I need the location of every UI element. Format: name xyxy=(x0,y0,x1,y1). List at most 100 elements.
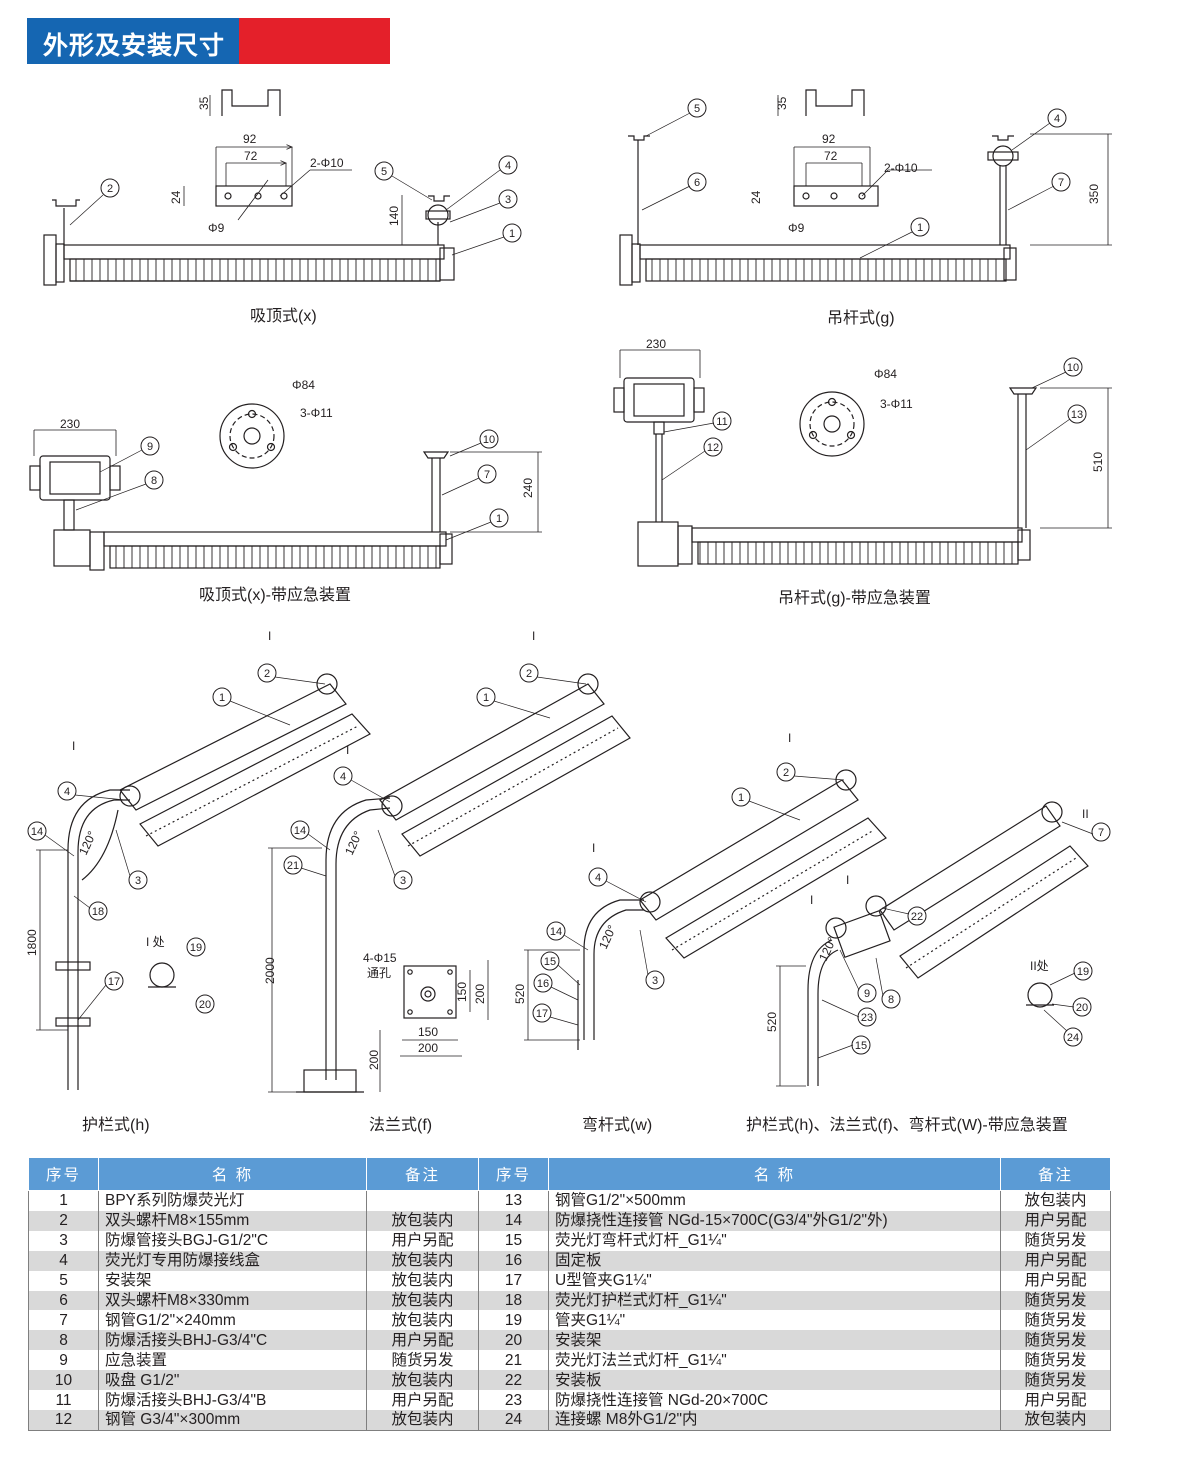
table-row: 4 荧光灯专用防爆接线盒 放包装内 16 固定板 用户另配 xyxy=(28,1250,1111,1271)
cell-name: 安装架 xyxy=(548,1330,1001,1351)
svg-text:9: 9 xyxy=(147,441,153,453)
cell-note: 放包装内 xyxy=(366,1409,479,1431)
header-red-block xyxy=(239,18,390,64)
dim-phi9-b: Φ9 xyxy=(788,221,805,235)
cell-name: 钢管G1/2"×240mm xyxy=(98,1310,367,1331)
cell-note: 放包装内 xyxy=(366,1270,479,1291)
table-row: 6 双头螺杆M8×330mm 放包装内 18 荧光灯护栏式灯杆_G1¼" 随货另… xyxy=(28,1290,1111,1311)
svg-text:20: 20 xyxy=(199,999,211,1011)
angle-120-b: 120° xyxy=(342,829,365,858)
cell-name: 荧光灯弯杆式灯杆_G1¼" xyxy=(548,1230,1001,1251)
svg-text:3: 3 xyxy=(135,875,141,887)
header-no: 序号 xyxy=(28,1157,99,1191)
table-row: 11 防爆活接头BHJ-G3/4"B 用户另配 23 防爆挠性连接管 NGd-2… xyxy=(28,1390,1111,1410)
cell-no: 24 xyxy=(478,1409,549,1431)
svg-text:15: 15 xyxy=(855,1040,867,1052)
cell-no: 20 xyxy=(478,1330,549,1351)
cell-name: 钢管G1/2"×500mm xyxy=(548,1190,1001,1211)
dim-72-b: 72 xyxy=(824,149,838,163)
detail-mark-3: I xyxy=(532,629,535,643)
cell-note: 用户另配 xyxy=(366,1230,479,1251)
cell-no: 6 xyxy=(28,1290,99,1311)
cell-no: 16 xyxy=(478,1250,549,1271)
svg-text:7: 7 xyxy=(484,469,490,481)
dim-72-a: 72 xyxy=(244,149,258,163)
svg-text:16: 16 xyxy=(537,978,549,990)
dim-1800: 1800 xyxy=(25,929,39,956)
cell-no: 11 xyxy=(28,1390,99,1410)
svg-text:8: 8 xyxy=(888,994,894,1006)
svg-text:3: 3 xyxy=(505,194,511,206)
svg-text:1: 1 xyxy=(219,692,225,704)
caption-guardrail: 护栏式(h) xyxy=(82,1117,150,1134)
cell-no: 3 xyxy=(28,1230,99,1251)
svg-text:4: 4 xyxy=(595,872,601,884)
dim-24-b: 24 xyxy=(749,190,763,204)
caption-combo-emergency: 护栏式(h)、法兰式(f)、弯杆式(W)-带应急装置 xyxy=(746,1117,1068,1134)
detail-mark-9: II xyxy=(1082,807,1089,821)
cell-no: 9 xyxy=(28,1350,99,1371)
cell-name: 钢管 G3/4"×300mm xyxy=(98,1409,367,1431)
table-header-row: 序号 名 称 备注 序号 名 称 备注 xyxy=(28,1157,1111,1191)
cell-note: 放包装内 xyxy=(1000,1190,1111,1211)
cell-name: 安装架 xyxy=(98,1270,367,1291)
dim-150-v: 150 xyxy=(455,982,469,1002)
dim-520-b: 520 xyxy=(765,1012,779,1032)
cell-note: 用户另配 xyxy=(1000,1390,1111,1410)
cell-no: 14 xyxy=(478,1210,549,1231)
dim-150-h: 150 xyxy=(418,1025,438,1039)
table-row: 7 钢管G1/2"×240mm 放包装内 19 管夹G1¼" 随货另发 xyxy=(28,1310,1111,1331)
dim-230-a: 230 xyxy=(60,417,80,431)
dim-2000: 2000 xyxy=(263,957,277,984)
svg-text:1: 1 xyxy=(496,513,502,525)
dim-92-a: 92 xyxy=(243,132,257,146)
cell-name: 固定板 xyxy=(548,1250,1001,1271)
caption-pendant: 吊杆式(g) xyxy=(827,310,895,327)
cell-note: 放包装内 xyxy=(366,1310,479,1331)
header-note: 备注 xyxy=(1000,1157,1111,1191)
svg-text:2: 2 xyxy=(526,668,532,680)
table-row: 3 防爆管接头BGJ-G1/2"C 用户另配 15 荧光灯弯杆式灯杆_G1¼" … xyxy=(28,1230,1111,1251)
svg-text:24: 24 xyxy=(1067,1032,1079,1044)
caption-bent-pole: 弯杆式(w) xyxy=(582,1117,653,1134)
cell-no: 17 xyxy=(478,1270,549,1291)
cell-note xyxy=(366,1190,479,1211)
cell-note: 放包装内 xyxy=(366,1250,479,1271)
cell-no: 13 xyxy=(478,1190,549,1211)
cell-name: BPY系列防爆荧光灯 xyxy=(98,1190,367,1211)
cell-no: 4 xyxy=(28,1250,99,1271)
table-row: 2 双头螺杆M8×155mm 放包装内 14 防爆挠性连接管 NGd-15×70… xyxy=(28,1210,1111,1231)
svg-text:12: 12 xyxy=(707,442,719,454)
svg-text:4: 4 xyxy=(64,786,70,798)
cell-no: 8 xyxy=(28,1330,99,1351)
detail-mark-8: I xyxy=(810,893,813,907)
cell-no: 12 xyxy=(28,1409,99,1431)
cell-no: 23 xyxy=(478,1390,549,1410)
caption-flange: 法兰式(f) xyxy=(369,1117,433,1134)
cell-note: 用户另配 xyxy=(366,1330,479,1351)
svg-text:6: 6 xyxy=(694,177,700,189)
svg-text:14: 14 xyxy=(550,926,562,938)
svg-text:1: 1 xyxy=(738,792,744,804)
detail-mark-6: I xyxy=(592,841,595,855)
dim-phi84-a: Φ84 xyxy=(292,378,315,392)
table-row: 12 钢管 G3/4"×300mm 放包装内 24 连接螺 M8外G1/2"内 … xyxy=(28,1409,1111,1431)
cell-note: 用户另配 xyxy=(366,1390,479,1410)
dim-92-b: 92 xyxy=(822,132,836,146)
cell-name: 防爆挠性连接管 NGd-20×700C xyxy=(548,1390,1001,1410)
cell-note: 放包装内 xyxy=(1000,1409,1111,1431)
detail-I-label: I 处 xyxy=(146,935,165,949)
dim-2phi10-b: 2-Φ10 xyxy=(884,161,918,175)
cell-name: 防爆活接头BHJ-G3/4"B xyxy=(98,1390,367,1410)
svg-text:2: 2 xyxy=(107,183,113,195)
cell-no: 10 xyxy=(28,1370,99,1391)
svg-text:17: 17 xyxy=(108,976,120,988)
table-row: 10 吸盘 G1/2" 放包装内 22 安装板 随货另发 xyxy=(28,1370,1111,1391)
caption-pendant-emergency: 吊杆式(g)-带应急装置 xyxy=(778,590,931,607)
diagram-pendant-emergency xyxy=(613,349,1112,567)
cell-name: 管夹G1¼" xyxy=(548,1310,1001,1331)
svg-text:9: 9 xyxy=(864,988,870,1000)
cell-name: 连接螺 M8外G1/2"内 xyxy=(548,1409,1001,1431)
section-title: 外形及安装尺寸 xyxy=(43,32,226,60)
diagram-pendant-mount xyxy=(619,89,1112,286)
